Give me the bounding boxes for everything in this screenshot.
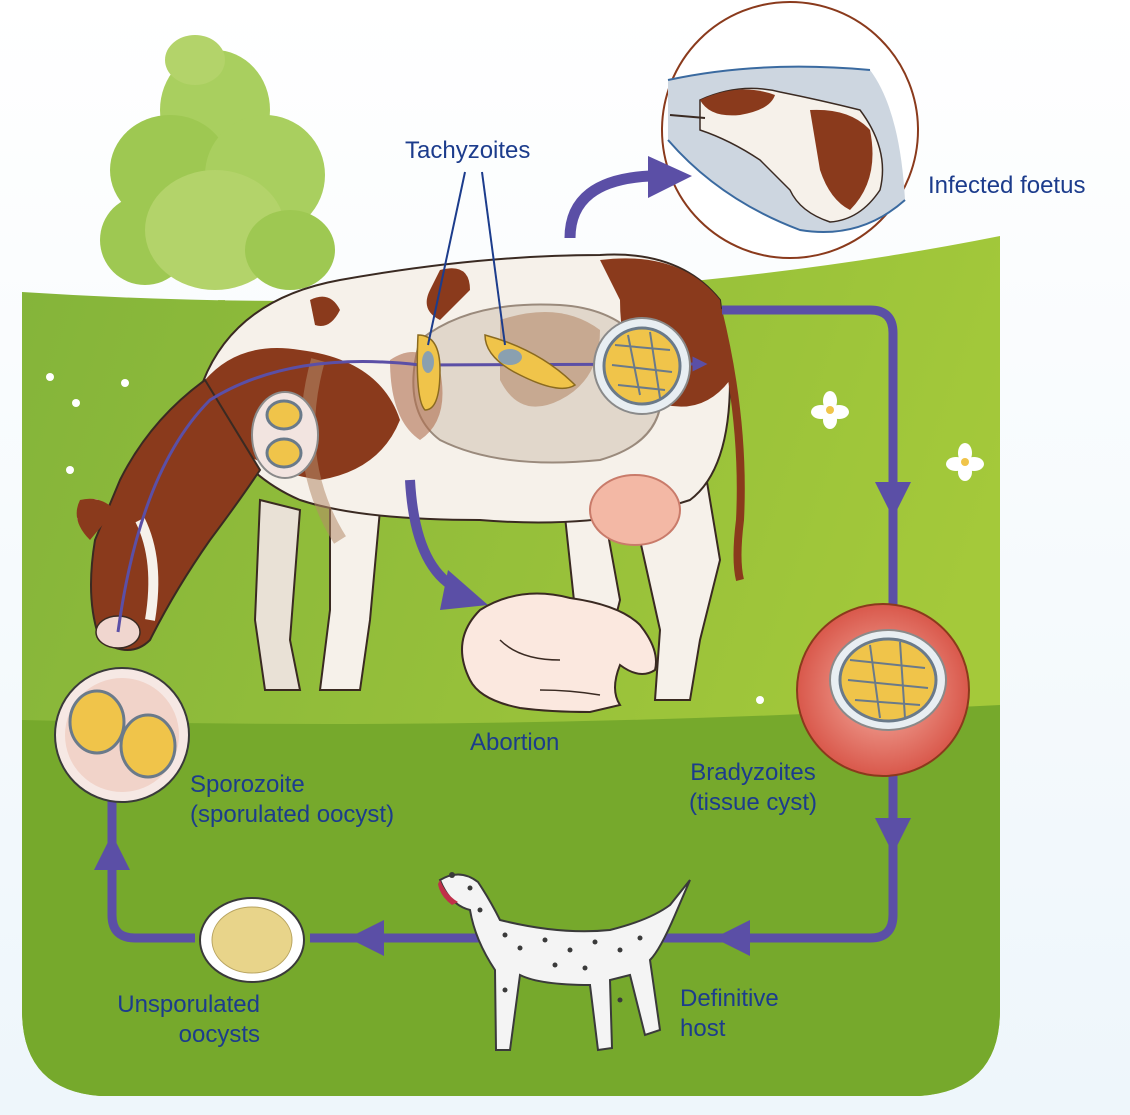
label-sporozoite: Sporozoite (sporulated oocyst) (190, 770, 394, 830)
cow-cyst-rear (594, 318, 690, 414)
label-definitive-host: Definitive host (680, 984, 779, 1044)
label-sporozoite-line2: (sporulated oocyst) (190, 800, 394, 830)
label-unsporulated-line1: Unsporulated (70, 990, 260, 1020)
label-abortion: Abortion (470, 728, 559, 758)
unsporulated-oocyst (200, 898, 304, 982)
label-sporozoite-line1: Sporozoite (190, 770, 394, 800)
label-tachyzoites: Tachyzoites (405, 136, 530, 166)
label-bradyzoites-line2: (tissue cyst) (668, 788, 838, 818)
label-bradyzoites: Bradyzoites (tissue cyst) (668, 758, 838, 818)
sporulated-oocyst (55, 668, 189, 802)
cow-cyst-front (252, 392, 318, 478)
label-bradyzoites-line1: Bradyzoites (668, 758, 838, 788)
label-infected-foetus: Infected foetus (928, 171, 1085, 201)
label-definitive-line1: Definitive (680, 984, 779, 1014)
label-unsporulated-line2: oocysts (70, 1020, 260, 1050)
label-unsporulated-oocysts: Unsporulated oocysts (70, 990, 260, 1050)
bradyzoite-tissue-cyst (797, 604, 969, 776)
label-definitive-line2: host (680, 1014, 779, 1044)
infected-foetus-inset (662, 2, 918, 258)
